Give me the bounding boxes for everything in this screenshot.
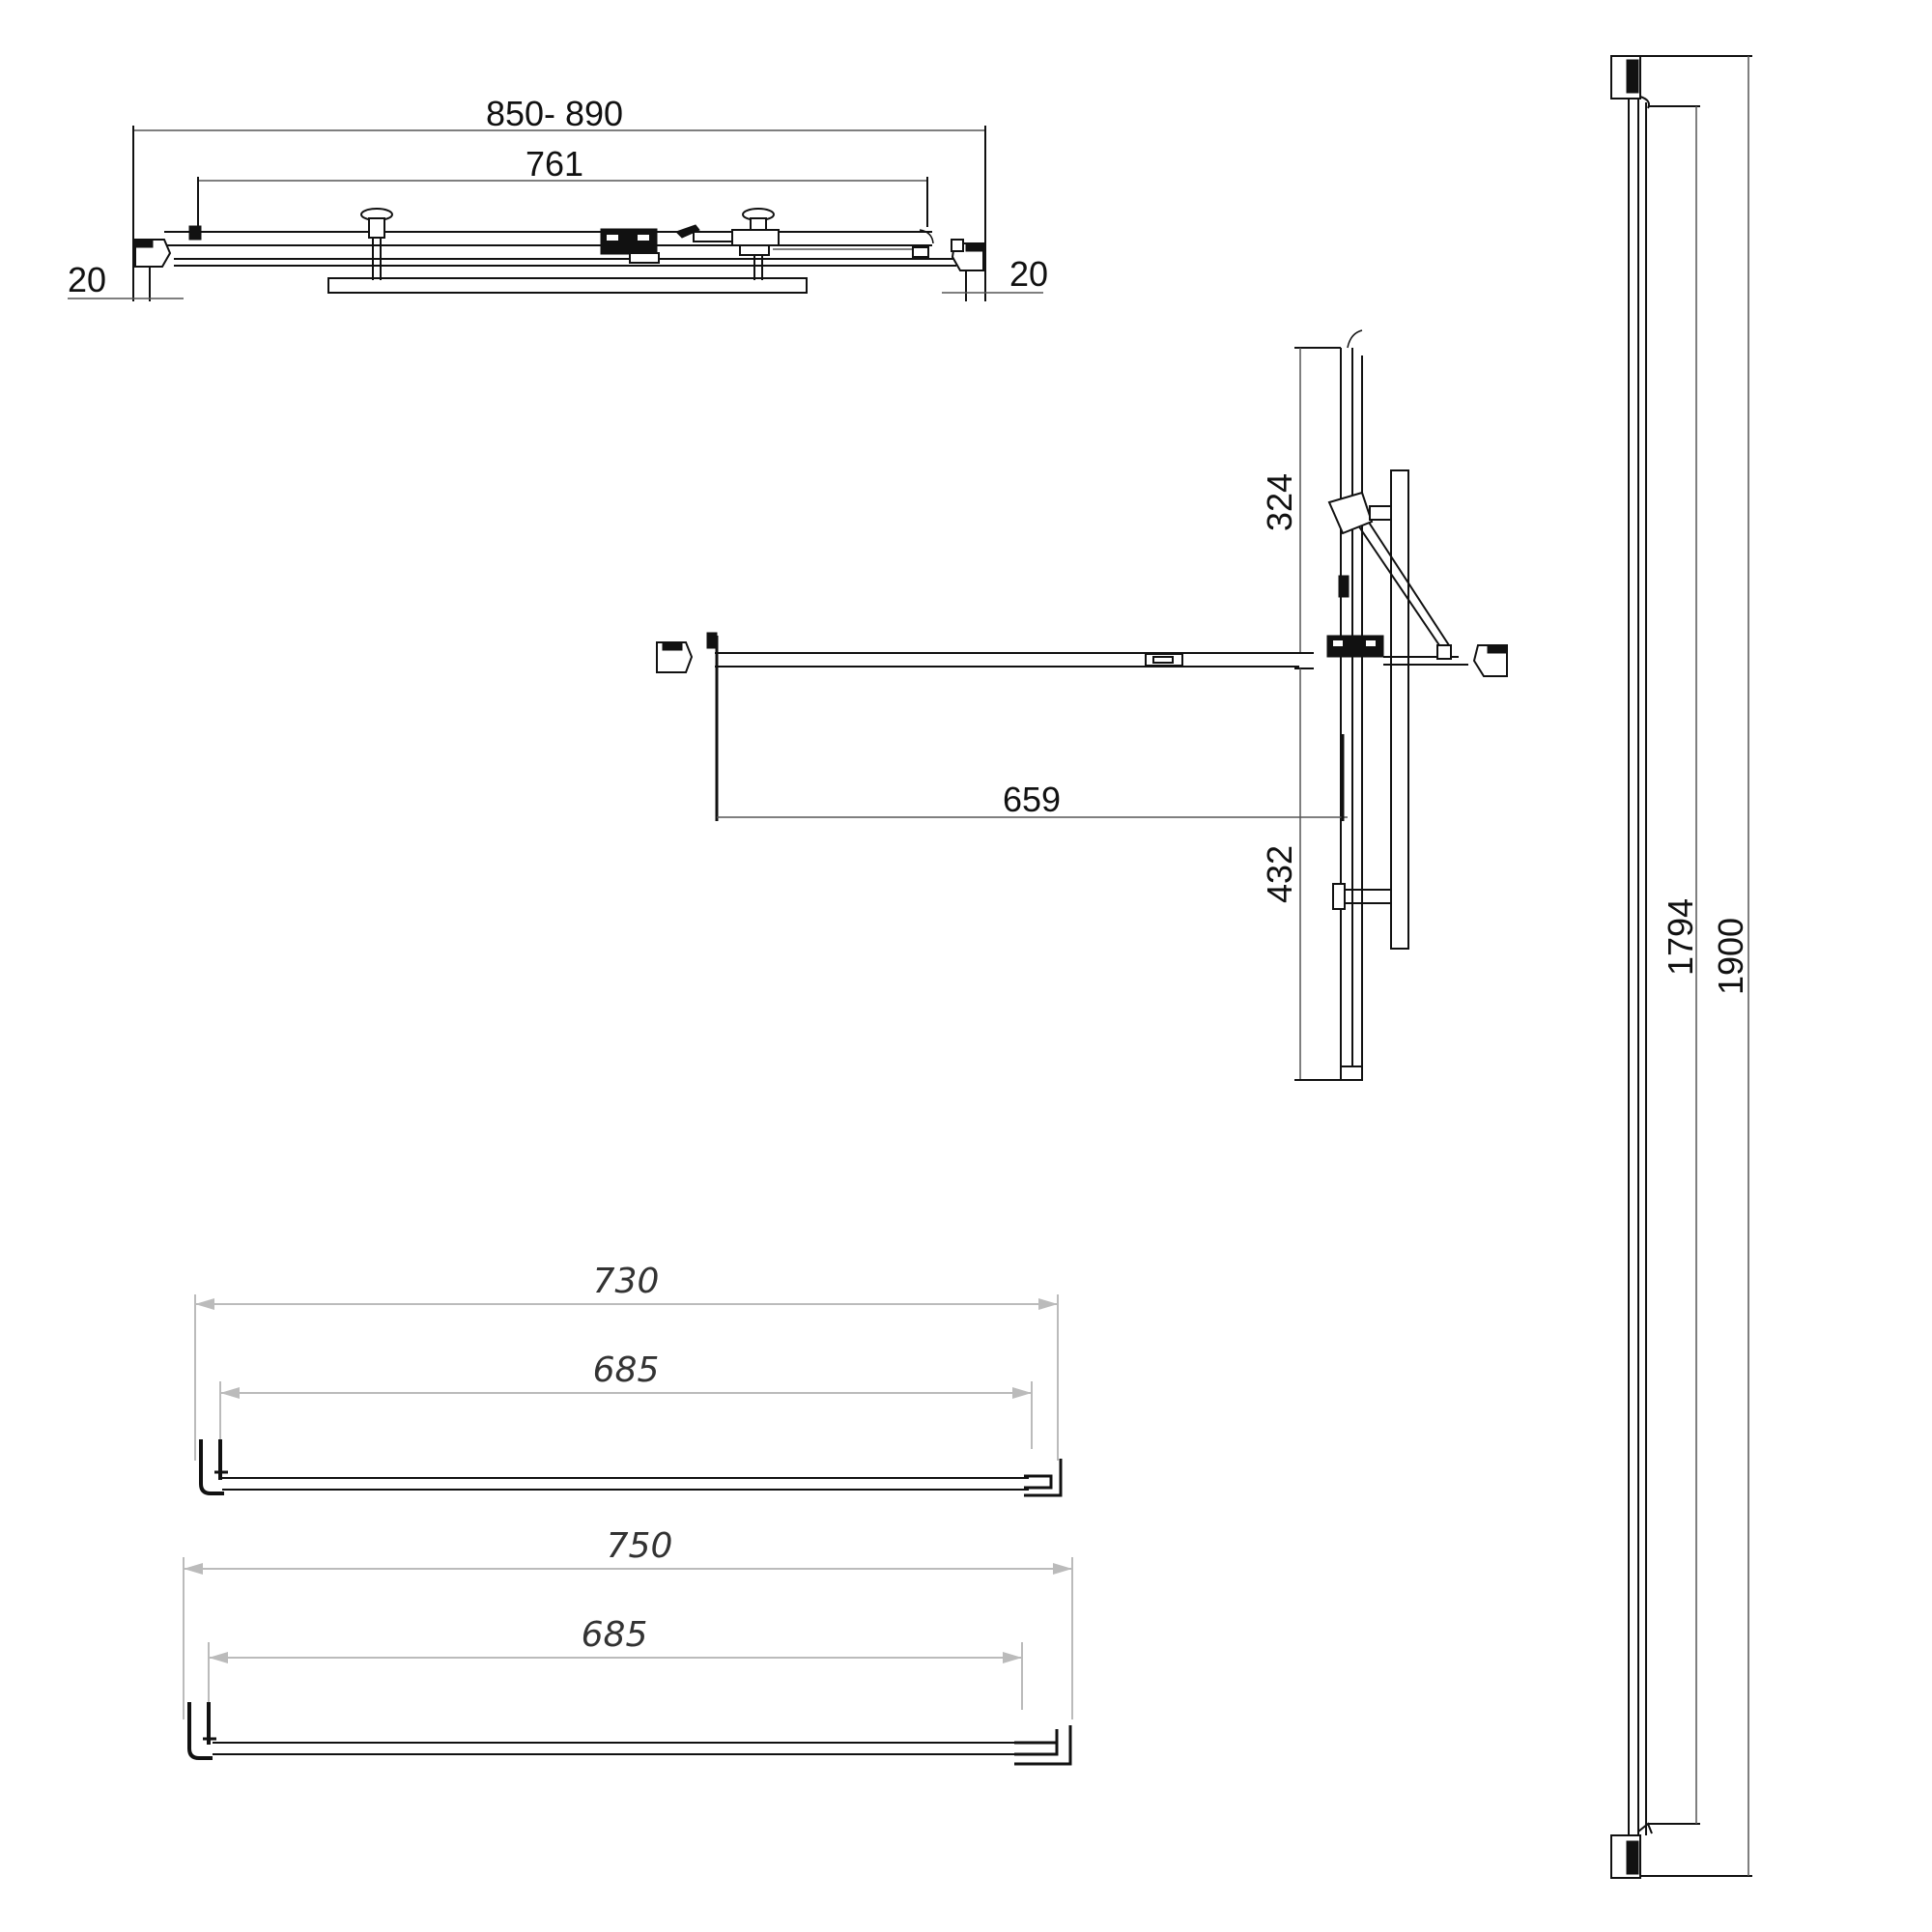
roller-block-icon [600,224,934,264]
bottom-bracket-icon [1610,1822,1653,1879]
opening-width-label: 659 [1003,780,1061,819]
overall-height-label: 1900 [1711,918,1750,995]
profile-b-outer-label: 750 [607,1526,673,1566]
profile-a-outer-label: 730 [593,1262,660,1301]
lower-length-label: 432 [1260,845,1299,903]
profile-b-view: 750 685 [183,1526,1073,1766]
top-plan-view: 850- 890 761 [68,94,1048,301]
top-bracket-icon [1610,55,1650,109]
door-height-label: 1794 [1661,898,1700,976]
right-offset-label: 20 [1009,254,1048,294]
side-elevation-view: 1794 1900 [1610,55,1752,1879]
profile-a-view: 730 685 [194,1262,1063,1497]
knob-icon [1332,883,1391,910]
profile-a-inner-label: 685 [593,1350,660,1390]
overall-width-label: 850- 890 [486,94,623,133]
left-offset-label: 20 [68,260,106,299]
door-width-label: 761 [526,144,583,184]
upper-length-label: 324 [1260,473,1299,531]
knob-icon [742,208,775,280]
open-door-view: 324 432 659 [656,329,1508,1081]
knob-icon [360,208,393,280]
profile-b-inner-label: 685 [582,1615,648,1655]
